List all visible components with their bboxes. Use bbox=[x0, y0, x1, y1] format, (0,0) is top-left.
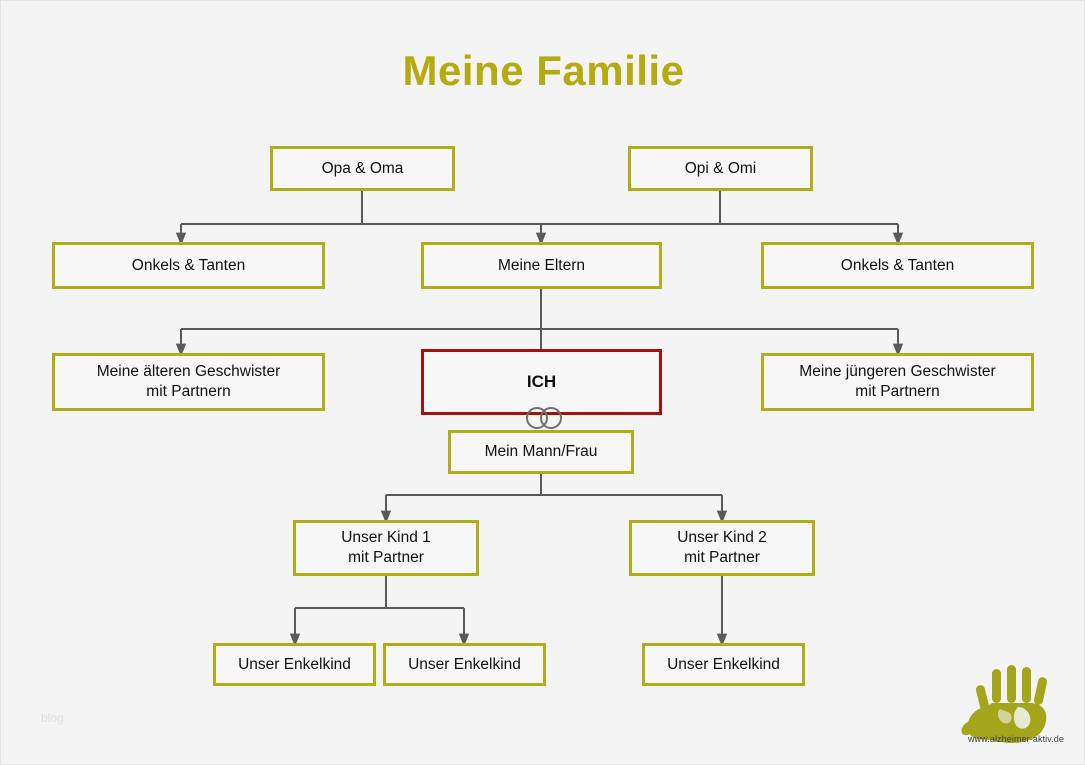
node-label: Meine jüngeren Geschwister mit Partnern bbox=[764, 362, 1031, 402]
blog-watermark: blog bbox=[41, 711, 64, 725]
node-label-line2: mit Partnern bbox=[146, 383, 231, 400]
node-kind-1[interactable]: Unser Kind 1 mit Partner bbox=[293, 520, 479, 576]
page-title: Meine Familie bbox=[402, 47, 685, 94]
node-label-line1: Meine jüngeren Geschwister bbox=[799, 363, 996, 381]
node-label-line2: mit Partnern bbox=[855, 383, 940, 400]
node-label-line1: Unser Kind 1 bbox=[341, 529, 431, 547]
node-label-line1: Unser Kind 2 bbox=[677, 529, 767, 547]
node-label: Opa & Oma bbox=[321, 159, 404, 177]
node-onkels-tanten-left[interactable]: Onkels & Tanten bbox=[52, 242, 325, 289]
node-onkels-tanten-right[interactable]: Onkels & Tanten bbox=[761, 242, 1034, 289]
node-juengere-geschwister[interactable]: Meine jüngeren Geschwister mit Partnern bbox=[761, 353, 1034, 411]
node-kind-2[interactable]: Unser Kind 2 mit Partner bbox=[629, 520, 815, 576]
logo-url-text: www.alzheimer-aktiv.de bbox=[967, 734, 1065, 744]
node-label: ICH bbox=[526, 372, 557, 392]
node-label: Unser Kind 2 mit Partner bbox=[632, 528, 812, 568]
node-mein-mann-frau[interactable]: Mein Mann/Frau bbox=[448, 430, 634, 474]
handprint-logo bbox=[961, 665, 1047, 743]
node-label: Unser Kind 1 mit Partner bbox=[296, 528, 476, 568]
node-opi-omi[interactable]: Opi & Omi bbox=[628, 146, 813, 191]
node-label: Unser Enkelkind bbox=[408, 655, 521, 673]
node-label: Onkels & Tanten bbox=[131, 256, 246, 274]
node-enkelkind-1[interactable]: Unser Enkelkind bbox=[213, 643, 376, 686]
node-label: Meine Eltern bbox=[497, 256, 585, 274]
node-label-line2: mit Partner bbox=[348, 549, 424, 566]
node-label-line1: Meine älteren Geschwister bbox=[96, 363, 281, 381]
node-label: Onkels & Tanten bbox=[840, 256, 955, 274]
node-enkelkind-2[interactable]: Unser Enkelkind bbox=[383, 643, 546, 686]
node-label: Meine älteren Geschwister mit Partnern bbox=[55, 362, 322, 402]
node-label: Unser Enkelkind bbox=[667, 655, 780, 673]
node-label: Unser Enkelkind bbox=[238, 655, 351, 673]
wedding-rings-icon bbox=[526, 407, 562, 429]
node-opa-oma[interactable]: Opa & Oma bbox=[270, 146, 455, 191]
node-label: Mein Mann/Frau bbox=[484, 443, 598, 461]
node-label: Opi & Omi bbox=[684, 159, 757, 177]
node-enkelkind-3[interactable]: Unser Enkelkind bbox=[642, 643, 805, 686]
node-meine-eltern[interactable]: Meine Eltern bbox=[421, 242, 662, 289]
node-label-line2: mit Partner bbox=[684, 549, 760, 566]
node-aeltere-geschwister[interactable]: Meine älteren Geschwister mit Partnern bbox=[52, 353, 325, 411]
